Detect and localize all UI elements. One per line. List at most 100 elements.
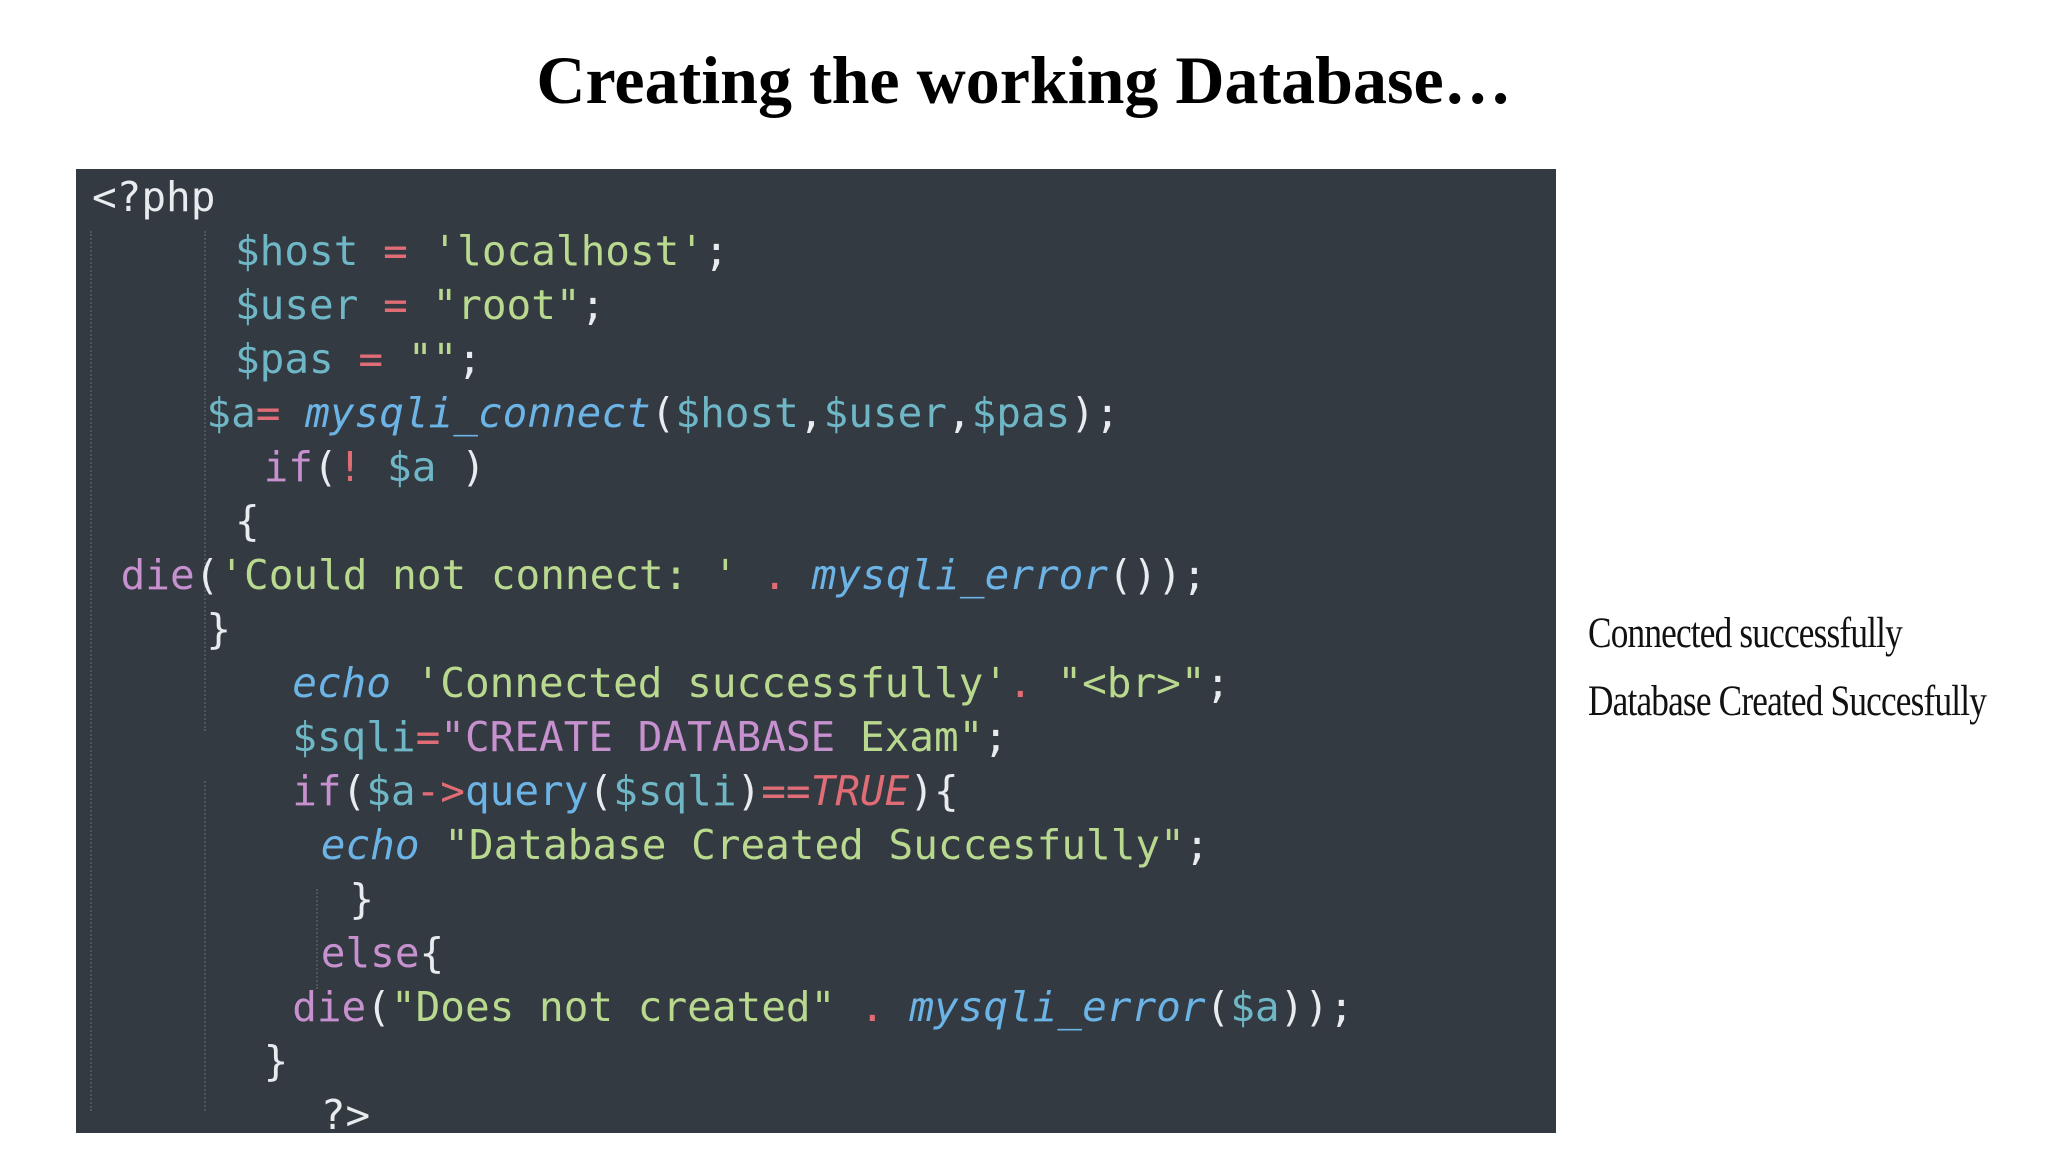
code-token: -> (415, 767, 465, 815)
code-line: die("Does not created" . mysqli_error($a… (292, 982, 1353, 1032)
code-token: $user (823, 389, 947, 437)
code-token: ; (983, 713, 1009, 761)
code-token: else (320, 929, 420, 977)
code-token: ( (650, 389, 676, 437)
code-token: ) (736, 767, 762, 815)
code-token: "Database Created Succesfully" (444, 821, 1185, 869)
code-token (420, 821, 445, 869)
code-token: Exam" (859, 713, 984, 761)
code-token: = (358, 227, 433, 275)
code-token: echo (292, 659, 391, 707)
code-token: "root" (432, 281, 581, 329)
code-token: ( (366, 983, 391, 1031)
indent-guide (204, 231, 206, 731)
code-token: ( (194, 551, 220, 599)
code-token: ; (580, 281, 606, 329)
code-line: } (349, 874, 374, 924)
code-token: $host (235, 227, 359, 275)
code-token: $pas (235, 335, 334, 383)
code-token: "<br>" (1057, 659, 1206, 707)
indent-guide (90, 231, 92, 1111)
code-token: mysqli_error (811, 551, 1108, 599)
code-line: echo "Database Created Succesfully"; (321, 820, 1210, 870)
code-line: { (235, 496, 260, 546)
code-token: query (465, 767, 589, 815)
output-line-database-created: Database Created Succesfully (1588, 678, 1987, 725)
code-line: $user = "root"; (235, 280, 605, 330)
code-token: die (292, 983, 367, 1031)
code-token: . (737, 551, 812, 599)
code-token: 'Could not connect: ' (219, 551, 738, 599)
indent-guide (316, 889, 318, 989)
code-token: mysqli_error (909, 983, 1206, 1031)
code-editor-panel: <?php$host = 'localhost';$user = "root";… (76, 169, 1556, 1133)
code-token: ){ (909, 767, 959, 815)
code-token: if (292, 767, 342, 815)
slide-title: Creating the working Database… (536, 42, 1512, 118)
code-token: } (206, 605, 232, 653)
code-token: = (358, 281, 433, 329)
output-line-connected: Connected successfully (1588, 610, 1903, 657)
code-line: } (206, 604, 231, 654)
code-token: "" (407, 335, 458, 383)
code-token: )); (1279, 983, 1354, 1031)
code-token: $a (366, 767, 416, 815)
code-token: ( (341, 767, 367, 815)
code-token: TRUE (810, 767, 910, 815)
indent-guide (204, 781, 206, 1111)
code-token: ( (588, 767, 614, 815)
code-token: ; (704, 227, 729, 275)
code-token: $host (675, 389, 799, 437)
code-token: , (946, 389, 972, 437)
code-token: ()); (1108, 551, 1207, 599)
code-token: = (255, 389, 306, 437)
code-token: $sqli (292, 713, 416, 761)
code-line: $host = 'localhost'; (235, 226, 729, 276)
code-token: if (263, 443, 313, 491)
code-token: 'Connected successfully' (415, 659, 1009, 707)
code-token: ); (1070, 389, 1120, 437)
code-token: ; (1205, 659, 1231, 707)
code-line: if(! $a ) (264, 442, 486, 492)
code-line: die('Could not connect: ' . mysqli_error… (121, 550, 1207, 600)
code-token: } (263, 1037, 289, 1085)
code-line: $pas = ""; (235, 334, 482, 384)
code-token: $sqli (613, 767, 737, 815)
code-line: else{ (321, 928, 444, 978)
code-line: <?php (92, 172, 215, 222)
code-token: ; (1184, 821, 1210, 869)
code-token: <?php (92, 173, 216, 221)
code-token: , (798, 389, 824, 437)
code-token: = (333, 335, 408, 383)
code-line: echo 'Connected successfully'. "<br>"; (292, 658, 1230, 708)
code-token: ( (1205, 983, 1231, 1031)
code-token: $user (235, 281, 359, 329)
code-line: } (264, 1036, 289, 1086)
code-line: ?> (321, 1090, 370, 1133)
code-token: "CREATE DATABASE (440, 713, 860, 761)
program-output: Connected successfully Database Created … (1588, 600, 2028, 736)
code-token: $a (206, 389, 256, 437)
code-token: $pas (971, 389, 1071, 437)
code-token: "Does not created" (390, 983, 836, 1031)
code-token: 'localhost' (432, 227, 705, 275)
code-token: ?> (320, 1091, 371, 1133)
code-line: $a= mysqli_connect($host,$user,$pas); (206, 388, 1119, 438)
code-token: die (120, 551, 195, 599)
code-line: if($a->query($sqli)==TRUE){ (292, 766, 959, 816)
code-token: = (415, 713, 441, 761)
code-token: ! (337, 443, 388, 491)
code-token: echo (320, 821, 420, 869)
code-token: ) (436, 443, 486, 491)
code-token: { (419, 929, 445, 977)
code-token: . (1008, 659, 1058, 707)
code-token: ( (312, 443, 338, 491)
code-token (391, 659, 416, 707)
code-token: } (349, 875, 375, 923)
code-token: ; (457, 335, 482, 383)
code-token: mysqli_connect (305, 389, 651, 437)
code-token: $a (1230, 983, 1280, 1031)
code-token: { (235, 497, 260, 545)
code-token: . (835, 983, 910, 1031)
code-token: == (761, 767, 811, 815)
